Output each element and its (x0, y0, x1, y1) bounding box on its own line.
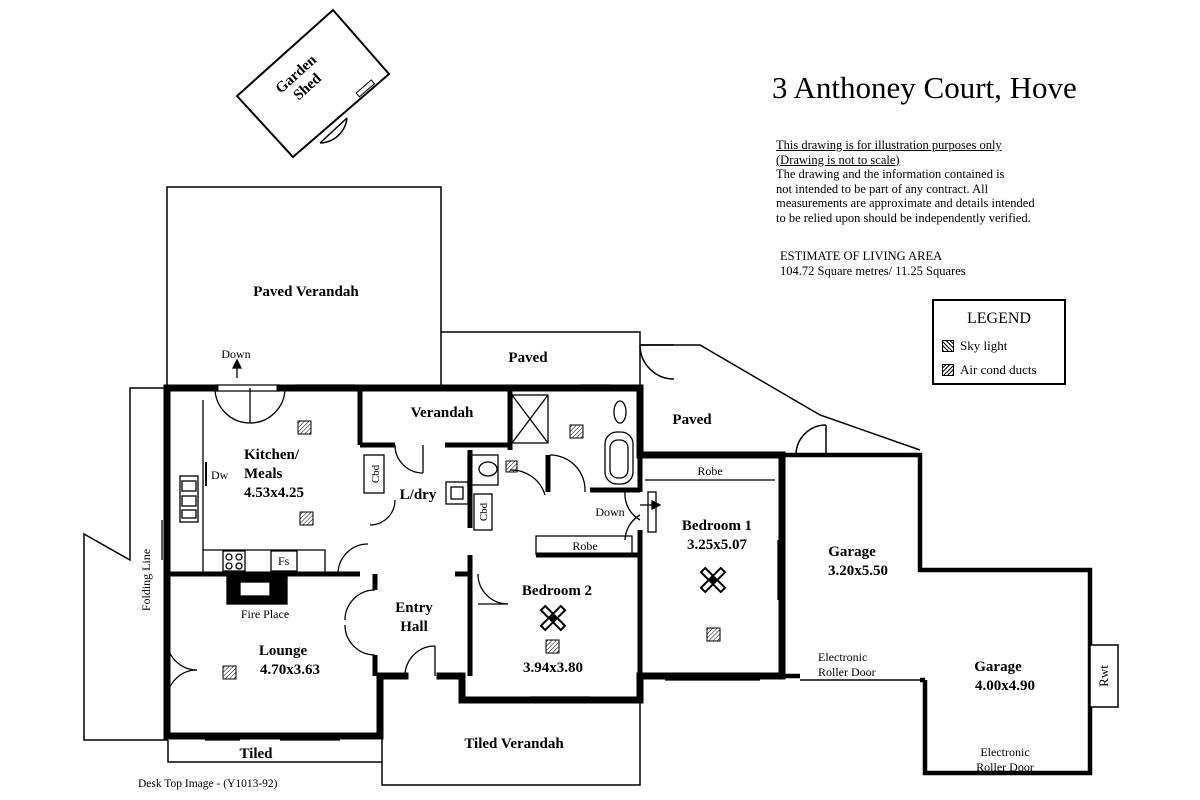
skylight-icon (706, 627, 721, 642)
fire-place-label: Fire Place (241, 607, 289, 621)
estimate-label: ESTIMATE OF LIVING AREA (780, 249, 943, 263)
cbd-label-1: Cbd (370, 464, 382, 483)
skylight-icon (297, 420, 312, 435)
legend: LEGEND Sky light Air cond ducts (932, 299, 1066, 385)
bedroom2-label: Bedroom 2 (522, 583, 592, 599)
ceiling-fans (539, 566, 727, 632)
laundry-label: L/dry (400, 487, 437, 503)
garage-walls (782, 452, 1093, 776)
paved-right-label: Paved (672, 412, 712, 428)
roller-door-2-line1: Electronic (980, 745, 1029, 759)
skylight-icon (299, 511, 314, 526)
interior-walls (167, 388, 643, 700)
garage1-label: Garage (828, 544, 876, 560)
skylight-icon (505, 460, 518, 473)
fs-label: Fs (278, 554, 290, 568)
tiled-label: Tiled (239, 746, 273, 762)
folding-line-label: Folding Line (139, 549, 153, 611)
roller-door-2-line2: Roller Door (976, 760, 1034, 774)
rainwater-tank (1089, 644, 1119, 708)
cbd-label-2: Cbd (478, 502, 490, 521)
page-title: 3 Anthoney Court, Hove (772, 70, 1077, 105)
paved-verandah-label: Paved Verandah (253, 284, 359, 300)
disclaimer-line: The drawing and the information containe… (776, 167, 1005, 182)
interior-details (161, 358, 1090, 774)
legend-item-label: Sky light (960, 338, 1008, 353)
robe-label-1: Robe (697, 464, 722, 478)
legend-title: LEGEND (967, 310, 1031, 327)
entry-hall-label-1: Entry (395, 600, 433, 616)
room-labels: Paved Verandah Paved Paved Verandah Kitc… (239, 284, 1035, 762)
bedroom2-dims: 3.94x3.80 (523, 660, 583, 676)
disclaimer-line: (Drawing is not to scale) (776, 152, 900, 167)
skylight-icon (545, 639, 560, 654)
skylight-icon (222, 665, 237, 680)
entry-hall-label-2: Hall (400, 619, 428, 635)
disclaimer: This drawing is for illustration purpose… (776, 138, 1096, 226)
legend-item-skylight: Sky light (942, 338, 1007, 354)
outdoor-outlines (83, 186, 921, 786)
rwt-label: Rwt (1096, 665, 1111, 687)
lounge-dims: 4.70x3.63 (260, 662, 320, 678)
garage2-dims: 4.00x4.90 (975, 678, 1035, 694)
lounge-label: Lounge (259, 643, 308, 659)
paved-top-label: Paved (508, 350, 548, 366)
bedroom1-label: Bedroom 1 (682, 518, 752, 534)
bedroom1-dims: 3.25x5.07 (687, 537, 748, 553)
disclaimer-line: not intended to be part of any contract.… (776, 181, 989, 196)
kitchen-label-2: Meals (244, 466, 282, 482)
estimate-value: 104.72 Square metres/ 11.25 Squares (780, 263, 966, 278)
living-area-estimate: ESTIMATE OF LIVING AREA 104.72 Square me… (780, 249, 966, 278)
dw-label: Dw (211, 468, 229, 482)
garage1-dims: 3.20x5.50 (828, 563, 888, 579)
down-label-bed: Down (595, 505, 624, 519)
ceiling-fan-icon (699, 566, 727, 594)
skylight-icon (942, 340, 954, 352)
air-duct-icon (942, 364, 954, 376)
garage2-label: Garage (974, 659, 1022, 675)
roller-door-1-line1: Electronic (818, 650, 867, 664)
disclaimer-line: measurements are approximate and details… (776, 196, 1035, 211)
legend-item-air-duct: Air cond ducts (942, 362, 1037, 378)
legend-item-label: Air cond ducts (960, 362, 1037, 377)
verandah-label: Verandah (411, 405, 474, 421)
down-label-top: Down (221, 347, 250, 361)
image-reference: Desk Top Image - (Y1013-92) (138, 778, 278, 790)
annotation-labels: Down Down Dw Fs Cbd Cbd Robe Robe Fire P… (139, 347, 1111, 774)
kitchen-label-1: Kitchen/ (244, 447, 300, 463)
ceiling-fan-icon (539, 604, 567, 632)
garden-shed: Garden Shed (235, 8, 391, 159)
disclaimer-line: This drawing is for illustration purpose… (776, 138, 1002, 152)
disclaimer-line: to be relied upon should be independentl… (776, 210, 1031, 225)
skylight-icon (569, 424, 584, 439)
roller-door-1-line2: Roller Door (818, 665, 876, 679)
kitchen-dims: 4.53x4.25 (244, 485, 304, 501)
tiled-verandah-label: Tiled Verandah (464, 736, 564, 752)
walls (163, 384, 786, 740)
skylights (222, 420, 721, 680)
robe-label-2: Robe (572, 539, 597, 553)
